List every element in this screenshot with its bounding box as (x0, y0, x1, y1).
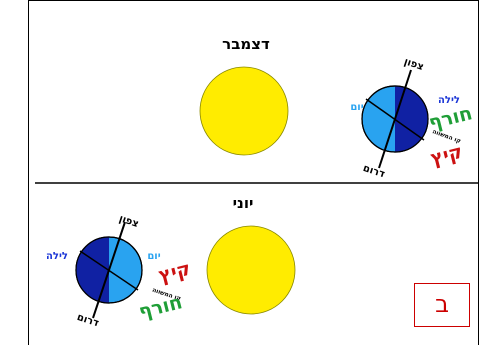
june-day-label: יום (147, 251, 160, 262)
june-south-label: דרום (75, 312, 100, 329)
june-summer-label: קיץ (156, 258, 193, 287)
december-night-label: לילה (438, 95, 460, 106)
december-south-label: דרום (361, 163, 386, 180)
sun-icon (199, 66, 289, 156)
december-title: דצמבר (222, 35, 270, 53)
june-night-label: לילה (46, 251, 68, 262)
equator-line (79, 250, 139, 291)
june-winter-label: חורף (137, 291, 185, 323)
june-title: יוני (233, 194, 254, 212)
december-summer-label: קיץ (428, 141, 465, 170)
equator-line (365, 98, 425, 141)
june-north-label: צפון (118, 213, 140, 230)
sun-icon (206, 225, 296, 315)
figure-label-badge: ב (414, 283, 470, 327)
december-north-label: צפון (403, 56, 425, 73)
december-day-label: יום (350, 102, 363, 113)
figure-label: ב (435, 290, 449, 318)
